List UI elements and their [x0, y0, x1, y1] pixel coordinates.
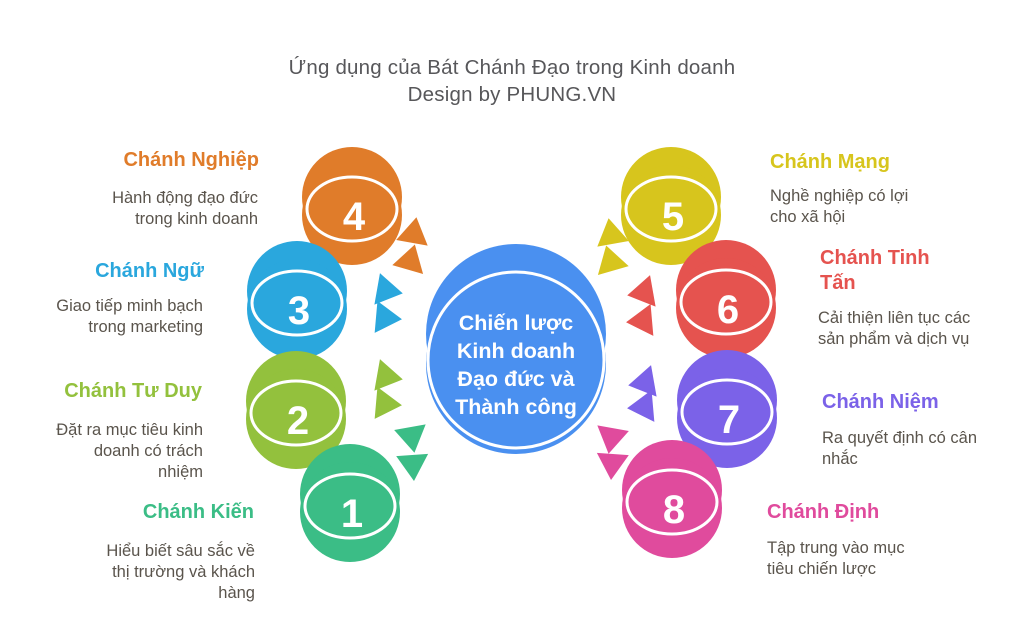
node-number-3: 3: [288, 289, 310, 333]
arrows-node-7: [627, 365, 657, 422]
node-circle-3: 3: [247, 241, 347, 359]
node-desc-7: Ra quyết định có cân nhắc: [822, 429, 978, 468]
arrows-node-4: [392, 217, 428, 274]
node-circle-4: 4: [302, 147, 402, 265]
node-circle-5: 5: [621, 147, 721, 265]
arrows-node-6: [626, 275, 656, 336]
node-label-6: Chánh Tinh Tấn: [820, 247, 930, 294]
node-number-5: 5: [662, 195, 684, 239]
node-desc-5: Nghề nghiệp có lợi cho xã hội: [770, 187, 909, 226]
node-circle-7: 7: [677, 350, 777, 468]
arrows-node-2: [374, 359, 403, 419]
node-label-3: Chánh Ngữ: [95, 260, 204, 282]
center-line-2: Kinh doanh: [456, 339, 576, 363]
node-desc-3: Giao tiếp minh bạch trong marketing: [56, 297, 203, 336]
node-desc-1: Hiểu biết sâu sắc về thị trường và khách…: [106, 542, 255, 602]
node-number-7: 7: [718, 398, 740, 442]
center-text: Chiến lược Kinh doanh Đạo đức và Thành c…: [436, 309, 596, 421]
node-circle-1: 1: [300, 444, 400, 562]
node-label-5: Chánh Mạng: [770, 151, 890, 173]
node-desc-4: Hành động đạo đức trong kinh doanh: [112, 189, 258, 228]
node-number-1: 1: [341, 492, 363, 536]
title-line-2: Design by PHUNG.VN: [407, 83, 617, 106]
node-circle-8: 8: [622, 440, 722, 558]
center-line-4: Thành công: [455, 395, 577, 419]
node-circle-6: 6: [676, 240, 776, 358]
node-desc-6: Cải thiện liên tục các sản phẩm và dịch …: [818, 309, 971, 348]
diagram-title: Ứng dụng của Bát Chánh Đạo trong Kinh do…: [0, 54, 1024, 108]
arrows-node-8: [596, 425, 629, 480]
node-circle-2: 2: [246, 351, 346, 469]
arrows-node-5: [597, 218, 629, 275]
node-label-4: Chánh Nghiệp: [123, 149, 259, 171]
arrows-node-1: [394, 424, 429, 481]
node-number-4: 4: [343, 195, 366, 239]
node-number-6: 6: [717, 288, 739, 332]
center-circle: [426, 244, 606, 454]
node-number-8: 8: [663, 488, 685, 532]
arrows-node-3: [374, 273, 403, 333]
node-label-8: Chánh Định: [767, 501, 880, 523]
node-desc-2: Đặt ra mục tiêu kinh doanh có trách nhiệ…: [56, 421, 203, 481]
center-line-1: Chiến lược: [458, 311, 574, 335]
node-label-1: Chánh Kiến: [142, 501, 254, 523]
node-label-7: Chánh Niệm: [822, 391, 939, 413]
center-line-3: Đạo đức và: [457, 367, 575, 391]
title-line-1: Ứng dụng của Bát Chánh Đạo trong Kinh do…: [288, 56, 736, 79]
node-number-2: 2: [287, 399, 309, 443]
node-desc-8: Tập trung vào mục tiêu chiến lược: [767, 539, 905, 578]
node-label-2: Chánh Tư Duy: [64, 380, 202, 402]
